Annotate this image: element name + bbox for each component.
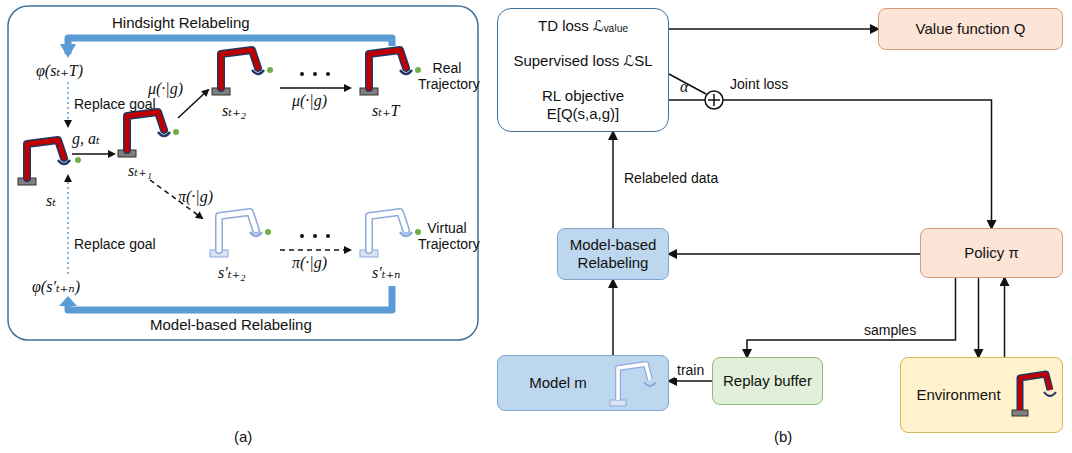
flow-arrow xyxy=(978,278,980,357)
panel-frame xyxy=(8,6,478,340)
text-label: φ(s′ₜ₊ₙ) xyxy=(32,278,80,296)
text-label: sₜ₊₂ xyxy=(222,102,246,120)
text-label: α xyxy=(680,78,688,96)
edge-label: Joint loss xyxy=(728,76,790,92)
text-label: g, aₜ xyxy=(72,130,100,148)
node-text: RL objective E[Q(s,a,g)] xyxy=(506,87,660,123)
robot-arm xyxy=(212,50,264,95)
flow-arrow xyxy=(669,380,712,382)
text-label: μ(·|g) xyxy=(148,80,183,98)
text-label: Real Trajectory xyxy=(418,60,476,92)
model-arm-icon xyxy=(610,364,656,406)
text-label: π(·|g) xyxy=(178,188,213,206)
text-label: Virtual Trajectory xyxy=(418,220,476,252)
node-text: Environment xyxy=(916,386,1000,404)
flow-arrow xyxy=(669,253,920,255)
replace-goal-arrow xyxy=(67,176,69,274)
text-label: s′ₜ₊ₙ xyxy=(372,264,401,282)
flow-arrow xyxy=(669,28,878,30)
value-box: Value function Q xyxy=(878,8,1063,50)
flow-arrow xyxy=(747,278,956,357)
text-label: φ(sₜ₊T) xyxy=(36,62,83,80)
model-box: Model m xyxy=(497,355,669,411)
flow-arrow xyxy=(612,280,614,355)
edge-label: Relabeled data xyxy=(622,170,720,186)
virtual-robot-arm xyxy=(360,212,412,257)
environment-box: Environment xyxy=(900,357,1063,433)
node-text: Value function Q xyxy=(916,20,1026,38)
relabel-box: Model-based Relabeling xyxy=(557,228,669,280)
environment-arm-icon xyxy=(1012,374,1056,416)
text-label: Hindsight Relabeling xyxy=(112,14,250,31)
text-label: Replace goal xyxy=(74,96,156,112)
virtual-robot-arm xyxy=(210,212,262,257)
text-label: Model-based Relabeling xyxy=(150,316,312,333)
robot-arm xyxy=(360,50,412,95)
hindsight-arrow xyxy=(68,38,392,54)
text-label: (b) xyxy=(774,428,792,445)
flow-arrow xyxy=(669,100,992,228)
text-label: sₜ₊T xyxy=(372,102,400,120)
loss-box: TD loss ℒᵥₐₗᵤₑSupervised loss ℒSL RL obje… xyxy=(497,8,669,132)
replace-goal-arrow xyxy=(67,82,69,126)
text-label: π(·|g) xyxy=(292,254,327,272)
text-label: s′ₜ₊₂ xyxy=(218,264,246,282)
model-relabel-arrow xyxy=(68,286,392,310)
text-label: sₜ₊₁ xyxy=(128,162,152,180)
node-text: Policy π xyxy=(964,244,1019,262)
flow-arrow xyxy=(1004,278,1006,357)
edge-label: train xyxy=(675,362,706,378)
node-text: Model m xyxy=(529,374,587,392)
text-label: μ(·|g) xyxy=(292,92,327,110)
buffer-box: Replay buffer xyxy=(712,357,823,405)
text-label: sₜ xyxy=(46,192,56,210)
policy-box: Policy π xyxy=(920,228,1063,278)
sum-node xyxy=(705,91,723,109)
robot-arm xyxy=(118,112,170,157)
flow-arrow xyxy=(612,132,614,228)
node-text: Supervised loss ℒSL xyxy=(513,52,652,70)
node-text: Replay buffer xyxy=(723,372,812,390)
node-text: Model-based Relabeling xyxy=(566,236,660,272)
node-text: TD loss ℒᵥₐₗᵤₑ xyxy=(538,17,628,35)
text-label: (a) xyxy=(234,428,252,445)
text-label: Replace goal xyxy=(74,236,156,252)
edge-label: samples xyxy=(862,322,918,338)
robot-arm xyxy=(18,140,70,185)
